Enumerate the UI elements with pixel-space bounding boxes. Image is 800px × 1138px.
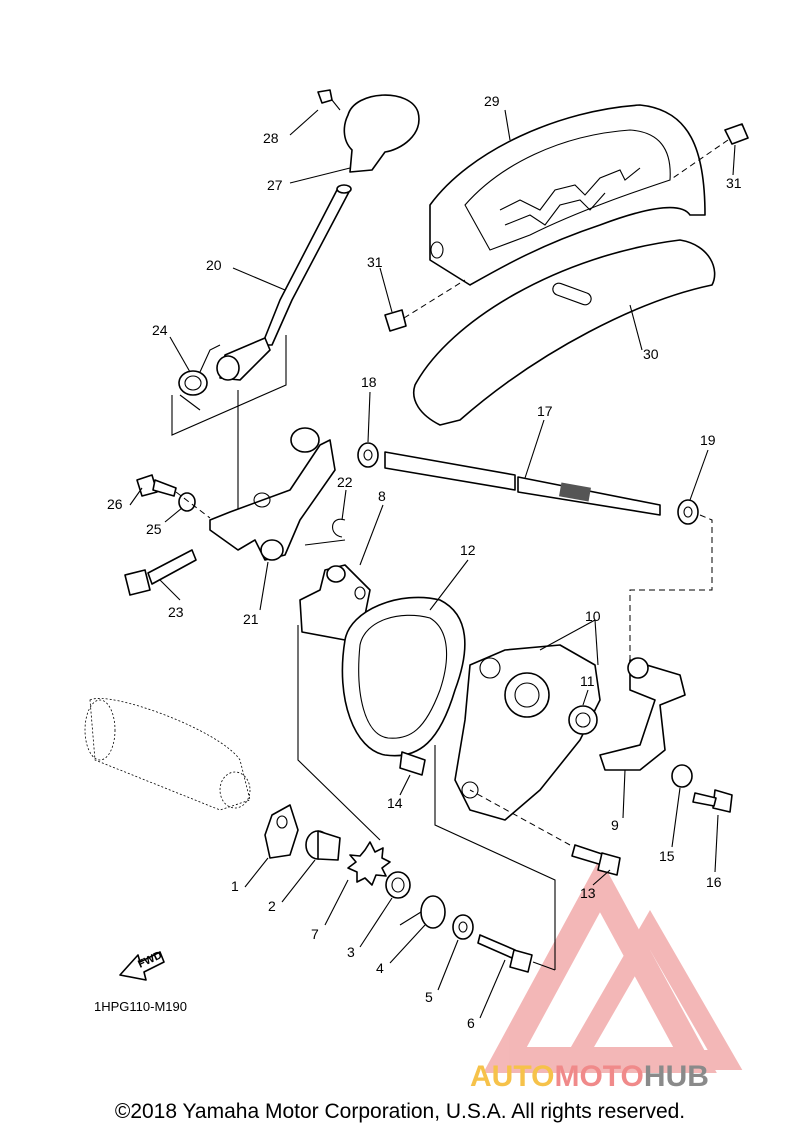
svg-text:AUTOMOTOHUB: AUTOMOTOHUB	[470, 1060, 709, 1093]
part-number-17: 17	[537, 403, 553, 419]
shift-cover-assembly	[384, 104, 749, 426]
fwd-arrow-icon	[119, 951, 165, 981]
part-number-14: 14	[387, 795, 403, 811]
diagram-code: 1HPG110-M190	[94, 999, 187, 1014]
part-number-29: 29	[484, 93, 500, 109]
shift-arm-assembly	[124, 427, 346, 596]
part-number-11: 11	[580, 673, 595, 689]
stopper-assembly	[264, 804, 556, 973]
part-number-16: 16	[706, 874, 722, 890]
part-number-20: 20	[206, 257, 222, 273]
watermark-logo	[483, 857, 743, 1073]
part-number-6: 6	[467, 1015, 475, 1031]
part-number-13: 13	[580, 885, 596, 901]
shift-mechanism-assembly	[297, 564, 733, 970]
brand-auto: AUTO	[470, 1060, 554, 1093]
part-number-27: 27	[267, 177, 283, 193]
part-number-2: 2	[268, 898, 276, 914]
part-number-21: 21	[243, 611, 259, 627]
part-number-18: 18	[361, 374, 377, 390]
part-number-4: 4	[376, 960, 384, 976]
part-number-10: 10	[585, 608, 601, 624]
part-number-24: 24	[152, 322, 168, 338]
part-number-31-right: 31	[726, 175, 742, 191]
part-number-3: 3	[347, 944, 355, 960]
part-number-25: 25	[146, 521, 162, 537]
part-number-30: 30	[643, 346, 659, 362]
part-number-22: 22	[337, 474, 353, 490]
part-number-8: 8	[378, 488, 386, 504]
part-number-1: 1	[231, 878, 239, 894]
part-number-7: 7	[311, 926, 319, 942]
leader-lines	[129, 109, 736, 1019]
part-number-9: 9	[611, 817, 619, 833]
brand-hub: HUB	[644, 1060, 709, 1093]
brand-moto: MOTO	[554, 1060, 643, 1093]
part-number-15: 15	[659, 848, 675, 864]
shift-lever-assembly	[171, 89, 420, 520]
part-number-28: 28	[263, 130, 279, 146]
part-number-12: 12	[460, 542, 476, 558]
shift-shaft-assembly	[357, 442, 713, 660]
watermark-brand: AUTOMOTOHUB	[470, 1060, 709, 1093]
part-number-5: 5	[425, 989, 433, 1005]
copyright-notice: ©2018 Yamaha Motor Corporation, U.S.A. A…	[114, 1100, 686, 1123]
part-number-23: 23	[168, 604, 184, 620]
shift-drum	[84, 698, 251, 811]
part-number-31-left: 31	[367, 254, 383, 270]
part-number-26: 26	[107, 496, 123, 512]
part-number-19: 19	[700, 432, 716, 448]
part-number-labels: 1 2 3 4 5 6 7 8 9 10 11 12 13 14 15 16 1…	[107, 93, 742, 1031]
